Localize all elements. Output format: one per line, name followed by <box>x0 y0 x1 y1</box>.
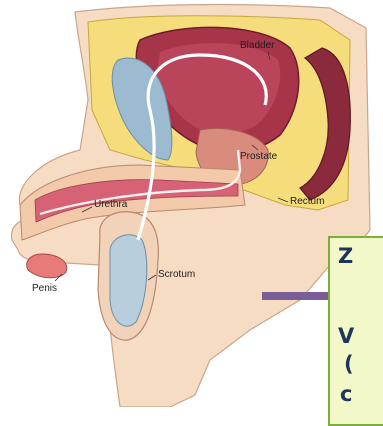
label-penis: Penis <box>32 284 57 294</box>
callout-box: Z V ( c <box>328 236 383 426</box>
label-bladder: Bladder <box>240 41 274 51</box>
label-scrotum: Scrotum <box>158 270 195 280</box>
pointer-arrow <box>262 292 330 300</box>
callout-line-2: V <box>338 326 354 347</box>
label-rectum: Rectum <box>290 197 324 207</box>
callout-line-1: Z <box>338 246 353 267</box>
label-prostate: Prostate <box>240 152 277 162</box>
callout-line-3: ( <box>344 354 354 375</box>
anatomy-illustration <box>0 0 383 407</box>
callout-line-4: c <box>340 384 352 405</box>
label-urethra: Urethra <box>94 200 127 210</box>
